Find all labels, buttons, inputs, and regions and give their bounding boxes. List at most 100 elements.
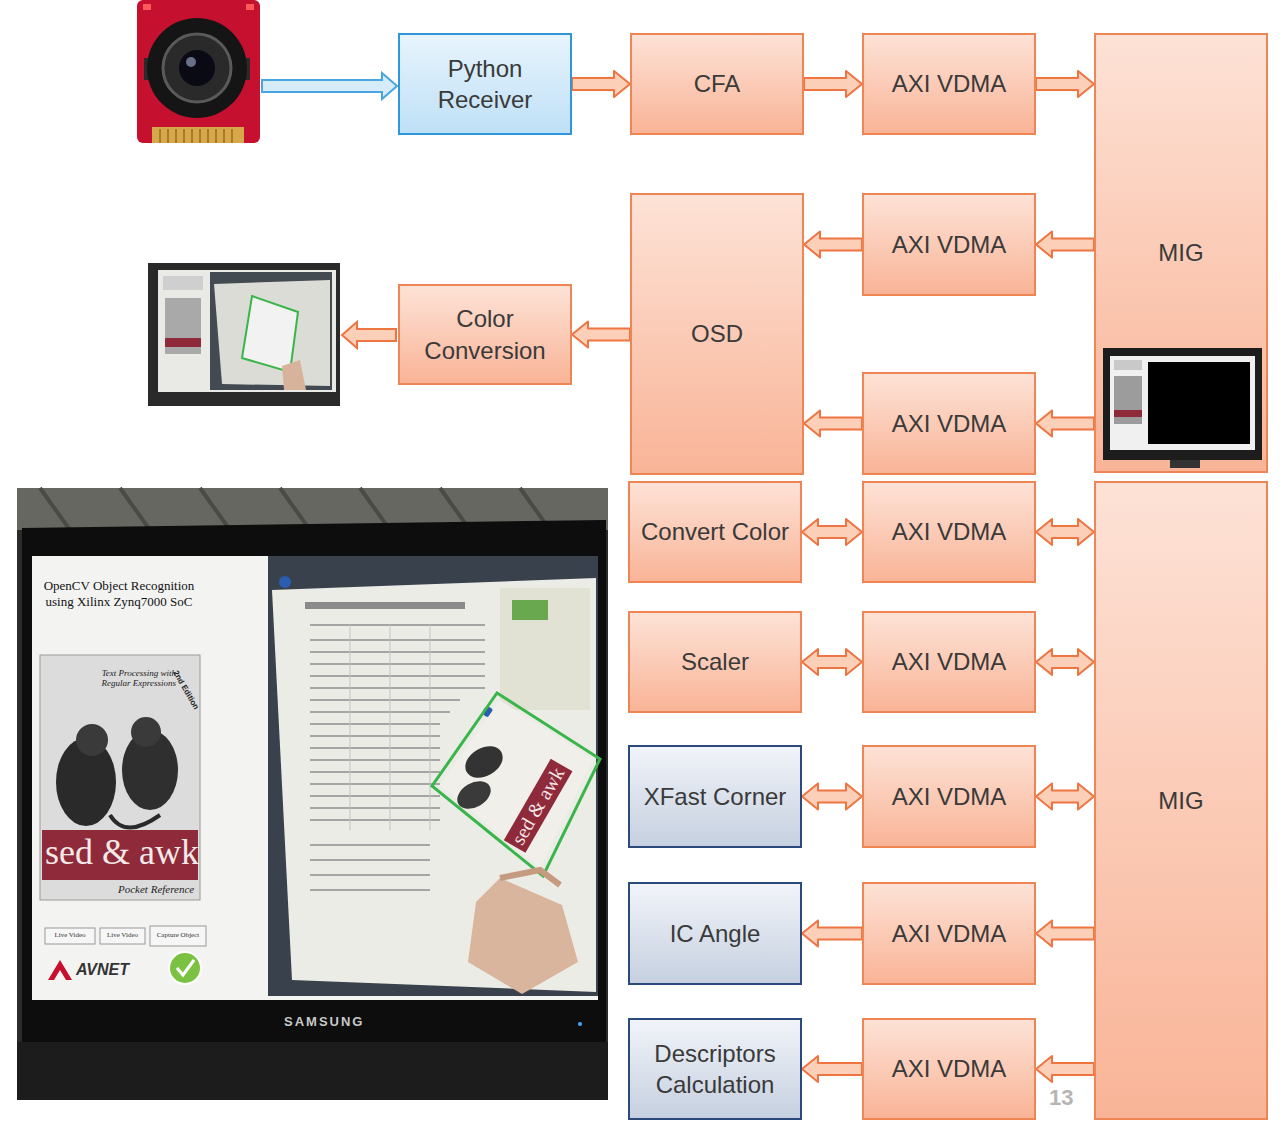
process-box: Scaler: [628, 611, 802, 713]
video-arrow: [262, 73, 397, 99]
box-label: MIG: [1158, 785, 1203, 816]
monkey-head: [131, 717, 161, 747]
monitor-photo: [17, 488, 608, 1100]
box-label: Color Conversion: [406, 303, 564, 365]
match-outline: [432, 693, 600, 876]
book-card: [440, 700, 593, 868]
box-label: AXI VDMA: [892, 229, 1007, 260]
thumb-screen: [158, 270, 336, 392]
accelerator-box: Descriptors Calculation: [628, 1018, 802, 1120]
lens-ring: [163, 34, 231, 102]
paper-table: [310, 625, 485, 890]
block-arrow: [1036, 71, 1094, 97]
memory-box: MIG: [1094, 481, 1268, 1120]
power-led: [578, 1022, 582, 1026]
pin: [279, 576, 291, 588]
screen: [32, 556, 598, 1000]
box-label: AXI VDMA: [892, 781, 1007, 812]
block-arrow: [572, 71, 630, 97]
edition-note: 2nd Edition: [171, 669, 201, 711]
paper-heading: [305, 602, 465, 609]
paper-columns: [350, 625, 430, 830]
desk: [17, 1042, 608, 1100]
block-arrow: [1036, 1056, 1094, 1082]
box-label: MIG: [1158, 237, 1203, 268]
box-label: Python Receiver: [406, 53, 564, 115]
card-monkey: [460, 740, 509, 784]
box-label: Convert Color: [641, 516, 789, 547]
block-arrow: [572, 322, 630, 348]
dma-box: AXI VDMA: [862, 611, 1036, 713]
box-label: IC Angle: [670, 918, 761, 949]
block-arrow: [804, 71, 862, 97]
process-box: Color Conversion: [398, 284, 572, 385]
page-number: 13: [1049, 1085, 1073, 1111]
box-label: AXI VDMA: [892, 646, 1007, 677]
screen-button: [100, 928, 145, 944]
box-label: AXI VDMA: [892, 1053, 1007, 1084]
led: [246, 4, 254, 10]
box-label: AXI VDMA: [892, 516, 1007, 547]
monitor-thumbnail: [148, 263, 340, 406]
screen-title: OpenCV Object Recognition using Xilinx Z…: [33, 578, 205, 609]
bezel: [22, 520, 606, 1042]
mini-stand: [1170, 460, 1200, 468]
process-box: CFA: [630, 33, 804, 135]
block-arrow: [802, 519, 862, 545]
book-subtitle: Text Processing with Regular Expressions: [88, 668, 176, 689]
thumb-frame: [148, 263, 340, 406]
button-text: Live Video: [100, 931, 145, 939]
photo-ground: [17, 488, 608, 1100]
monkey-tail: [110, 815, 160, 828]
dma-box: AXI VDMA: [862, 882, 1036, 985]
process-box: OSD: [630, 193, 804, 475]
book-cover: [40, 655, 200, 900]
thumb-camera-view: [210, 272, 332, 390]
block-arrow: [1036, 232, 1094, 258]
screen-button: [150, 926, 206, 946]
card-title: sed & awk: [504, 759, 572, 853]
dma-box: AXI VDMA: [862, 745, 1036, 848]
book-band: [42, 830, 198, 880]
connector-pins: [160, 129, 232, 143]
accelerator-box: XFast Corner: [628, 745, 802, 848]
mini-screen: [1110, 356, 1255, 450]
box-label: Scaler: [681, 646, 749, 677]
thumb-heading: [163, 276, 203, 290]
led: [143, 4, 151, 10]
dma-box: AXI VDMA: [862, 372, 1036, 475]
block-arrow: [1036, 921, 1094, 947]
dma-box: AXI VDMA: [862, 33, 1036, 135]
block-arrow: [804, 232, 862, 258]
screen-button: [45, 928, 95, 944]
thumb-paper: [214, 280, 330, 386]
box-label: OSD: [691, 318, 743, 349]
box-label: Descriptors Calculation: [636, 1038, 794, 1100]
monkey-head: [76, 724, 108, 756]
book-title: sed & awk: [45, 831, 195, 874]
avnet-mark: [48, 960, 72, 980]
box-label: CFA: [694, 68, 741, 99]
block-arrow: [1036, 411, 1094, 437]
edge-connector: [152, 127, 244, 143]
thumb-card: [242, 296, 298, 372]
finger: [500, 870, 560, 885]
flyer: [500, 588, 590, 710]
mini-bezel: [1103, 348, 1262, 460]
receiver-box: Python Receiver: [398, 33, 572, 135]
box-label: AXI VDMA: [892, 68, 1007, 99]
box-label: AXI VDMA: [892, 408, 1007, 439]
button-text: Live Video: [45, 931, 95, 939]
box-label: AXI VDMA: [892, 918, 1007, 949]
block-arrow: [1036, 784, 1094, 810]
lens-body: [147, 18, 247, 118]
book-series: Pocket Reference: [118, 883, 194, 895]
block-arrow: [1036, 649, 1094, 675]
block-arrow: [802, 784, 862, 810]
camera-board: [137, 0, 260, 143]
dma-box: AXI VDMA: [862, 481, 1036, 583]
block-arrow: [802, 921, 862, 947]
thumb-hand: [282, 360, 306, 390]
thumb-book: [165, 298, 201, 354]
